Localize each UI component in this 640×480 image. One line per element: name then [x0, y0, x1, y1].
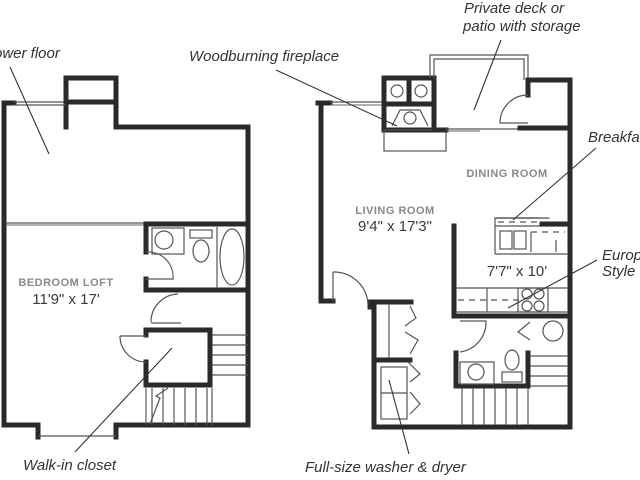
bath-sink: [151, 227, 185, 255]
kitchen-west-wall: [451, 223, 573, 319]
bath-door-swing: [145, 251, 174, 280]
lower-level-plan: LIVING ROOM 9'4" x 17'3" DINING ROOM 7'7…: [189, 0, 640, 476]
kitchen-counters: [456, 217, 573, 313]
kitchen-sink-left: [499, 230, 513, 250]
bath-door-swing: [459, 320, 487, 353]
upper-level-plan: BEDROOM LOFT 11'9" x 17' ower floor Walk…: [0, 45, 251, 474]
fireplace: [381, 75, 449, 152]
callout-open-to-lower-floor: ower floor: [0, 45, 61, 62]
half-bath-wall: [453, 350, 531, 389]
closet-door-swing: [119, 335, 147, 363]
callout-deck-line1: Private deck or: [464, 0, 565, 17]
front-door-swing: [332, 271, 369, 306]
leader-open-to-lower: [9, 66, 50, 155]
callout-european-line2: Style: [602, 263, 635, 280]
bath-wall: [143, 221, 251, 293]
callout-walk-in-closet: Walk-in closet: [23, 457, 117, 474]
callout-european-line1: Europ: [602, 247, 640, 264]
toilet-tank: [189, 229, 213, 239]
room-dimensions-kitchen: 7'7" x 10': [487, 263, 547, 280]
callout-washer-dryer: Full-size washer & dryer: [305, 459, 467, 476]
leader-walk-in-closet: [74, 347, 173, 453]
closet-wall: [143, 327, 213, 388]
toilet-bowl: [192, 239, 210, 263]
lower-stairs: [461, 355, 568, 425]
sink-bowl: [467, 363, 485, 381]
hall-door-swing: [150, 293, 179, 323]
room-label-living-room: LIVING ROOM: [355, 205, 434, 217]
leader-fireplace: [275, 69, 398, 127]
loft-outer-wall: [1, 75, 251, 440]
deck: [429, 54, 573, 132]
callout-woodburning-fireplace: Woodburning fireplace: [189, 48, 339, 65]
storage-door-swing: [499, 94, 529, 124]
bathtub: [219, 228, 245, 286]
bifold-doors: [404, 305, 421, 415]
room-label-dining-room: DINING ROOM: [466, 168, 547, 180]
closet-door-mark: [516, 321, 531, 341]
leader-breakfast-bar: [512, 147, 597, 221]
toilet-tank: [501, 371, 523, 383]
fireplace-hearth: [383, 129, 447, 152]
room-label-bedroom-loft: BEDROOM LOFT: [18, 277, 113, 289]
main-outer-wall: [318, 77, 573, 430]
callout-deck-line2: patio with storage: [462, 18, 581, 35]
leader-deck: [473, 39, 502, 111]
half-bath-toilet: [504, 349, 520, 371]
room-dimensions-bedroom-loft: 11'9" x 17': [32, 291, 100, 308]
kitchen-sink-right: [513, 230, 527, 250]
leader-european-kitchen: [507, 259, 598, 309]
room-dimensions-living-room: 9'4" x 17'3": [358, 218, 432, 235]
laundry-wall: [371, 299, 414, 363]
half-bath-sink: [459, 361, 495, 385]
water-heater: [542, 320, 564, 342]
leader-washer-dryer: [388, 379, 410, 455]
stove: [517, 287, 549, 313]
sink-bowl: [154, 230, 174, 250]
upper-stairs: [145, 334, 248, 425]
callout-breakfast-bar: Breakfa: [588, 129, 640, 146]
